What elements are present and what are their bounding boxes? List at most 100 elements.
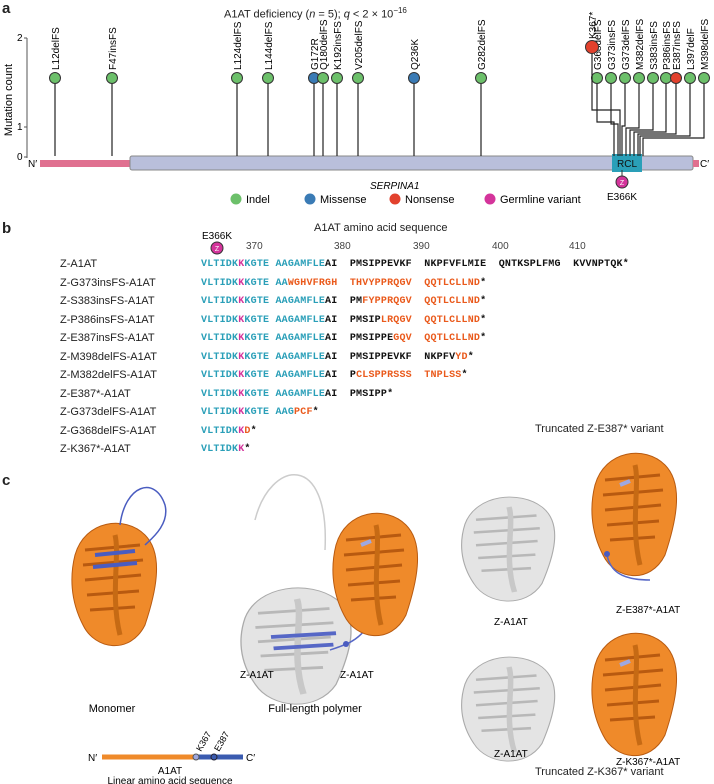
mutation-lollipop-plot: Mutation count 0 1 2 N′ RCL C′ SERPINA1 … [3, 12, 711, 206]
mutation-dot [408, 72, 420, 84]
polymer-caption: Full-length polymer [268, 703, 362, 715]
e387-variant-label: Z-E387*-A1AT [616, 605, 680, 616]
mutation-label: G373insFS [607, 20, 618, 70]
linear-k367: K367 [194, 730, 213, 753]
sequence-name: Z-G373insFS-A1AT [60, 276, 156, 289]
mutation-label: K367* [588, 12, 599, 39]
mutation-dot [231, 72, 243, 84]
sequence-name: Z-A1AT [60, 258, 98, 270]
mutation-label: M398delFS [700, 19, 711, 70]
lollipop-stem [591, 47, 621, 156]
mutation-dot [317, 72, 329, 84]
panel-a-label: a [2, 0, 11, 17]
signal-peptide-bar [40, 160, 132, 167]
germline-badge: Z [620, 180, 625, 187]
legend-label: Missense [320, 194, 366, 206]
e387-za1at-label: Z-A1AT [494, 617, 528, 628]
lollipop-stem [642, 78, 705, 156]
mutation-dot [475, 72, 487, 84]
linear-sequence: N′ K367 E387 C′ A1AT Linear amino acid s… [88, 730, 255, 784]
mutation-dot [106, 72, 118, 84]
k367-za1at-label: Z-A1AT [494, 749, 528, 760]
mutation-dot [670, 72, 682, 84]
monomer-label: Monomer [89, 703, 136, 715]
mutation-label: S383insFS [649, 21, 660, 70]
lollipop-stem [639, 78, 691, 156]
trunc-e387-title: Truncated Z-E387* variant [535, 423, 664, 435]
mutation-dot [331, 72, 343, 84]
pos-390: 390 [413, 241, 430, 252]
n-terminus-label: N′ [28, 159, 37, 170]
k367-variant-label: Z-K367*-A1AT [616, 757, 680, 768]
sequence-residues: VLTIDKKKGTE AAGPCF* [201, 407, 319, 418]
linear-e387: E387 [212, 730, 231, 753]
sequence-name: Z-M382delFS-A1AT [60, 369, 157, 381]
pos-400: 400 [492, 241, 509, 252]
mutation-label: Q236K [410, 39, 421, 70]
sequence-residues: VLTIDKKKGTE AAWGHVFRGH THVYPPRQGV QQTLCL… [201, 277, 487, 289]
pos-380: 380 [334, 241, 351, 252]
lollipop-stem [637, 78, 677, 156]
legend-label: Indel [246, 194, 270, 206]
protein-bar [129, 155, 694, 171]
sequence-name: Z-G368delFS-A1AT [60, 424, 157, 437]
sequence-row: Z-G368delFS-A1AT VLTIDKKD* [0, 425, 714, 439]
mutation-label: G373delFS [621, 19, 632, 70]
panel-a-title: A1AT deficiency (n = 5); q < 2 × 10−16 [224, 6, 407, 21]
c-terminus-label: C′ [700, 159, 709, 170]
mutation-label: M382delFS [635, 19, 646, 70]
polymer-label-orange: Z-A1AT [340, 670, 374, 681]
seq-marker-badge: Z [215, 246, 220, 253]
germline-marker [615, 175, 629, 189]
sequence-name: Z-S383insFS-A1AT [60, 295, 155, 307]
y-tick-0: 0 [17, 152, 23, 163]
polymer-grey-unit [241, 588, 351, 704]
mutation-label: G282delFS [477, 19, 488, 70]
rcl-bar [612, 154, 642, 172]
mutation-dot [698, 72, 710, 84]
mutation-label: K192insFS [333, 21, 344, 70]
lollipop-stem [625, 78, 640, 156]
y-axis-label: Mutation count [3, 64, 15, 136]
mutation-label: L397delF [686, 28, 697, 70]
legend-label: Nonsense [405, 194, 455, 206]
polymer-label-grey: Z-A1AT [240, 670, 274, 681]
mutation-dot [647, 72, 659, 84]
sequence-row: Z-M382delFS-A1AT VLTIDKKKGTE AAGAMFLEAI P… [0, 369, 714, 383]
mutation-label: G172R [310, 38, 321, 70]
k367-orange-structure [592, 633, 677, 755]
mutation-dot [633, 72, 645, 84]
seq-marker-label: E366K [202, 231, 232, 242]
sequence-residues: VLTIDKKD* [201, 425, 257, 437]
sequence-name: Z-G373delFS-A1AT [60, 406, 157, 418]
sequence-residues: VLTIDKK* [201, 444, 251, 455]
sequence-residues: VLTIDKKKGTE AAGAMFLEAI PMSIPPEVKF NKPFVF… [201, 259, 629, 270]
sequence-residues: VLTIDKKKGTE AAGAMFLEAI PMSIPPEGQV QQTLCL… [201, 333, 487, 344]
linear-n: N′ [88, 753, 97, 764]
linear-name: A1AT [158, 766, 182, 777]
linear-caption: Linear amino acid sequence [107, 776, 233, 784]
legend-swatch [230, 193, 242, 205]
mutation-dot [49, 72, 61, 84]
lollipop-stem [629, 78, 654, 156]
pos-410: 410 [569, 241, 586, 252]
trunc-k367-title: Truncated Z-K367* variant [535, 766, 664, 778]
sequence-residues: VLTIDKKKGTE AAGAMFLEAI PMSIPPEVKF NKPFVY… [201, 351, 474, 363]
linear-c: C′ [246, 753, 255, 764]
mutation-label: E387insFS [672, 21, 683, 70]
mutation-label: Q180delFS [319, 19, 330, 70]
sequence-residues: VLTIDKKKGTE AAGAMFLEAI PCLSPPRSSS TNPLSS… [201, 370, 468, 381]
rcl-label: RCL [617, 159, 637, 170]
k367-grey-structure [462, 657, 555, 761]
lollipop-stem [621, 78, 626, 156]
mutation-dot [619, 72, 631, 84]
e387-orange-structure [592, 453, 677, 575]
